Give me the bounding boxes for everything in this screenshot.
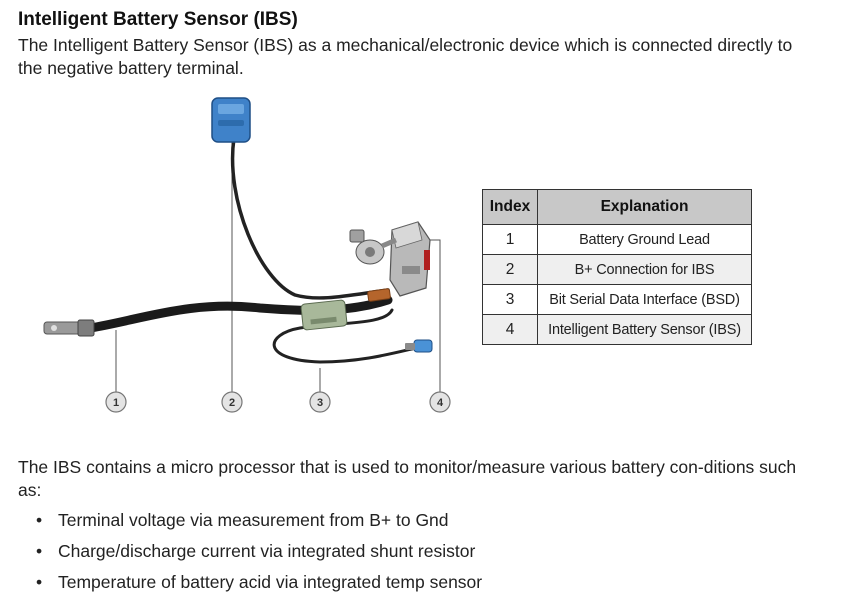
list-item: • Charge/discharge current via integrate… (18, 539, 482, 570)
table-row: 3 Bit Serial Data Interface (BSD) (482, 284, 752, 315)
table-row: 4 Intelligent Battery Sensor (IBS) (482, 314, 752, 345)
bullet-icon: • (36, 510, 43, 530)
callout-3-label: 3 (317, 397, 323, 409)
callout-2: 2 (221, 391, 243, 413)
blue-connector-b-plus (211, 97, 251, 143)
table-header-row: Index Explanation (482, 189, 752, 225)
callout-2-label: 2 (229, 397, 235, 409)
copper-crimp (367, 288, 391, 302)
row-index: 2 (482, 254, 538, 285)
bullet-icon: • (36, 572, 43, 592)
header-index: Index (482, 189, 538, 225)
intro-paragraph: The Intelligent Battery Sensor (IBS) as … (18, 35, 793, 78)
row-index: 4 (482, 314, 538, 345)
ground-lug (43, 319, 95, 337)
measurement-list: • Terminal voltage via measurement from … (18, 508, 482, 601)
cable-label-sleeve (300, 299, 348, 331)
blue-connector-bsd (405, 339, 433, 353)
bullet-icon: • (36, 541, 43, 561)
body-paragraph: The IBS contains a micro processor that … (18, 457, 797, 500)
callout-1: 1 (105, 391, 127, 413)
callout-4-label: 4 (437, 397, 444, 409)
header-explanation: Explanation (537, 189, 752, 225)
row-explanation: B+ Connection for IBS (537, 254, 752, 285)
callout-1-label: 1 (113, 397, 119, 409)
index-explanation-table: Index Explanation 1 Battery Ground Lead … (482, 189, 752, 345)
ibs-sensor-body (389, 221, 431, 297)
row-explanation: Bit Serial Data Interface (BSD) (537, 284, 752, 315)
row-explanation: Intelligent Battery Sensor (IBS) (537, 314, 752, 345)
bsd-data-cable (272, 308, 418, 364)
table-row: 2 B+ Connection for IBS (482, 254, 752, 285)
list-item-text: Charge/discharge current via integrated … (58, 541, 476, 561)
list-item: • Temperature of battery acid via integr… (18, 570, 482, 601)
list-item: • Terminal voltage via measurement from … (18, 508, 482, 539)
list-item-text: Terminal voltage via measurement from B+… (58, 510, 449, 530)
callout-3: 3 (309, 391, 331, 413)
battery-terminal-clamp (349, 229, 397, 265)
page-title: Intelligent Battery Sensor (IBS) (18, 9, 298, 30)
row-index: 3 (482, 284, 538, 315)
table-row: 1 Battery Ground Lead (482, 224, 752, 255)
row-index: 1 (482, 224, 538, 255)
row-explanation: Battery Ground Lead (537, 224, 752, 255)
ibs-wiring-illustration: 1 2 3 4 (43, 97, 451, 413)
b-plus-cable (230, 136, 390, 300)
callout-4: 4 (429, 391, 451, 413)
ground-lead-cable (85, 295, 393, 333)
list-item-text: Temperature of battery acid via integrat… (58, 572, 483, 592)
